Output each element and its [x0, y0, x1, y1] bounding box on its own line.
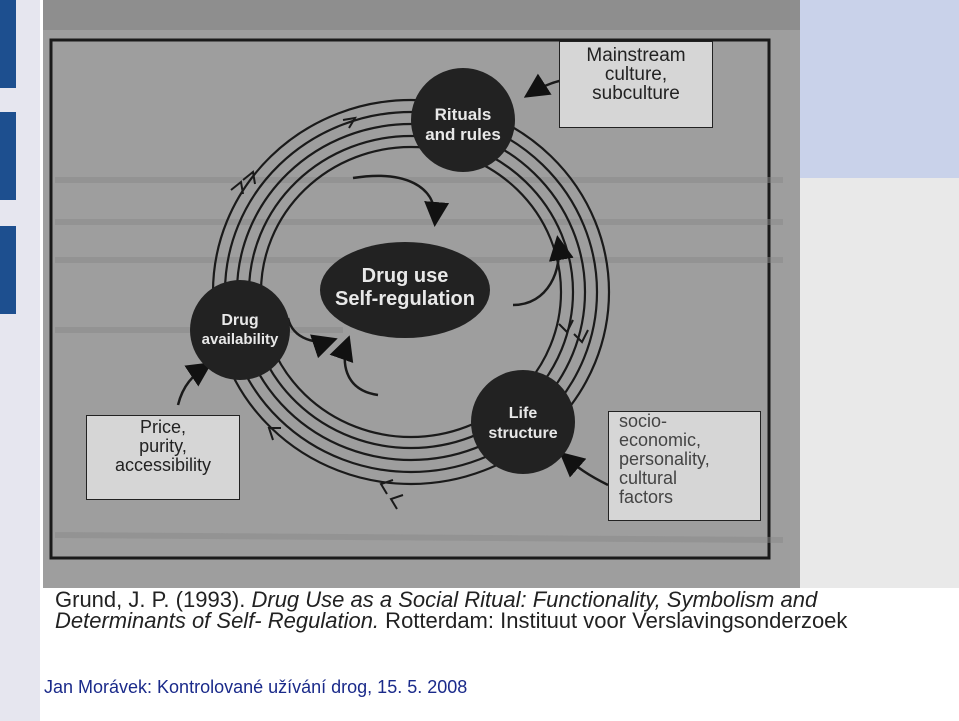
page-frame [49, 38, 771, 560]
node-life-structure: Life structure [471, 370, 575, 474]
svg-text:structure: structure [488, 425, 557, 442]
svg-text:Life: Life [509, 405, 538, 422]
inner-arrows [286, 174, 574, 397]
photo-top-shadow [43, 0, 800, 30]
citation-authors: Grund, J. P. (1993). [55, 587, 252, 612]
mainstream-culture-label: Mainstream culture, subculture [559, 41, 713, 128]
citation-title: Drug Use as a Social Ritual: Functionali… [55, 587, 818, 633]
left-stripe-2 [0, 112, 16, 200]
top-right-band [800, 0, 959, 178]
node-drug-use: Drug use Self-regulation [320, 242, 490, 338]
svg-text:Rituals: Rituals [435, 105, 492, 124]
svg-text:Drug: Drug [221, 312, 258, 329]
left-stripe-1 [0, 0, 16, 88]
node-drug-availability: Drug availability [190, 280, 290, 380]
citation-publisher: Rotterdam: Instituut voor Verslavingsond… [379, 608, 848, 633]
ring-chevrons [230, 116, 589, 510]
svg-text:Self-regulation: Self-regulation [335, 288, 475, 310]
left-stripe-3 [0, 226, 16, 314]
footer-text: Jan Morávek: Kontrolované užívání drog, … [44, 677, 468, 697]
left-side-bar [0, 0, 40, 721]
price-purity-label: Price, purity, accessibility [86, 415, 240, 500]
svg-text:and rules: and rules [425, 125, 501, 144]
right-gray-panel [800, 178, 959, 588]
citation: Grund, J. P. (1993). Drug Use as a Socia… [55, 587, 935, 633]
socio-economic-label: socio- economic, personality, cultural f… [608, 411, 761, 521]
svg-text:Drug use: Drug use [362, 265, 449, 287]
svg-text:availability: availability [202, 331, 279, 348]
node-rituals: Rituals and rules [411, 68, 515, 172]
